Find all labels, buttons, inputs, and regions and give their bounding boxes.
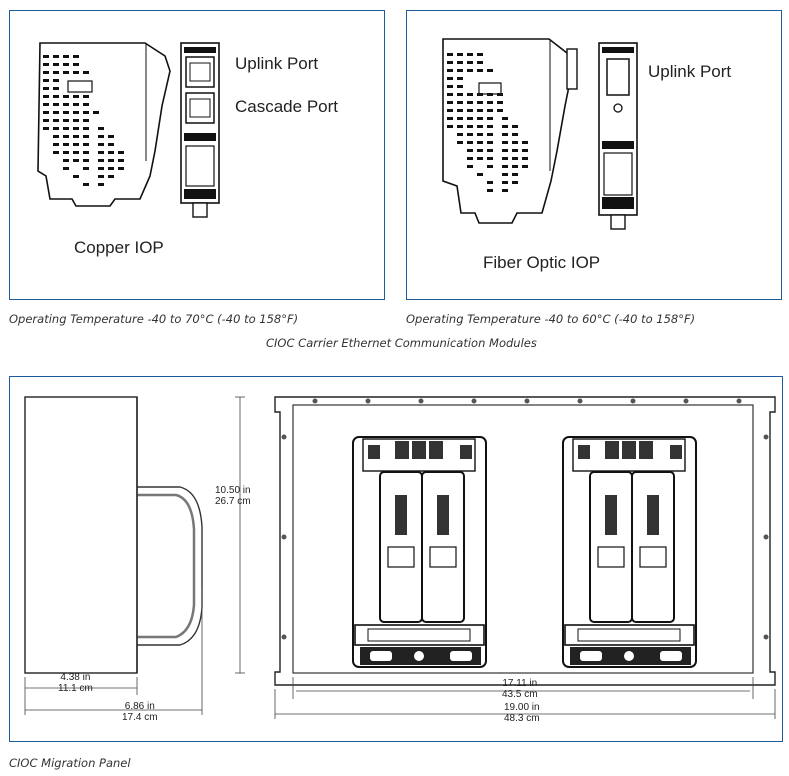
- copper-temp-caption: Operating Temperature -40 to 70°C (-40 t…: [9, 312, 299, 326]
- height-cm: 26.7 cm: [215, 496, 251, 507]
- depth2-in: 6.86 in: [124, 701, 155, 712]
- copper-iop-drawing: [37, 42, 220, 218]
- inner-width-dimension: 17.11 in 43.5 cm: [502, 678, 538, 700]
- copper-iop-title: Copper IOP: [74, 238, 164, 257]
- inner-width-in: 17.11 in: [502, 678, 538, 689]
- inner-width-cm: 43.5 cm: [502, 689, 538, 700]
- depth1-cm: 11.1 cm: [58, 683, 93, 694]
- outer-width-in: 19.00 in: [504, 702, 540, 713]
- migration-caption: CIOC Migration Panel: [9, 756, 131, 770]
- depth1-dimension: 4.38 in 11.1 cm: [58, 672, 93, 694]
- depth2-cm: 17.4 cm: [122, 712, 158, 723]
- copper-uplink-port-label: Uplink Port: [235, 54, 319, 73]
- height-dimension: 10.50 in 26.7 cm: [215, 485, 251, 507]
- fiber-uplink-port-label: Uplink Port: [648, 62, 732, 81]
- copper-cascade-port-label: Cascade Port: [235, 97, 338, 116]
- depth1-in: 4.38 in: [60, 672, 91, 683]
- outer-width-dimension: 19.00 in 48.3 cm: [504, 702, 540, 724]
- outer-width-cm: 48.3 cm: [504, 713, 540, 724]
- fiber-iop-drawing: [442, 38, 638, 230]
- migration-panel-drawing: [24, 396, 776, 719]
- fiber-iop-title: Fiber Optic IOP: [483, 253, 601, 272]
- fiber-temp-caption: Operating Temperature -40 to 60°C (-40 t…: [406, 312, 696, 326]
- modules-caption: CIOC Carrier Ethernet Communication Modu…: [266, 336, 537, 350]
- height-in: 10.50 in: [215, 485, 251, 496]
- copper-iop-panel: Uplink Port Cascade Port Copper IOP: [9, 10, 385, 300]
- fiber-iop-panel: Uplink Port Fiber Optic IOP: [406, 10, 782, 300]
- migration-panel: 10.50 in 26.7 cm 4.38 in 11.1 cm 6.86 in…: [9, 376, 783, 742]
- depth2-dimension: 6.86 in 17.4 cm: [122, 701, 158, 723]
